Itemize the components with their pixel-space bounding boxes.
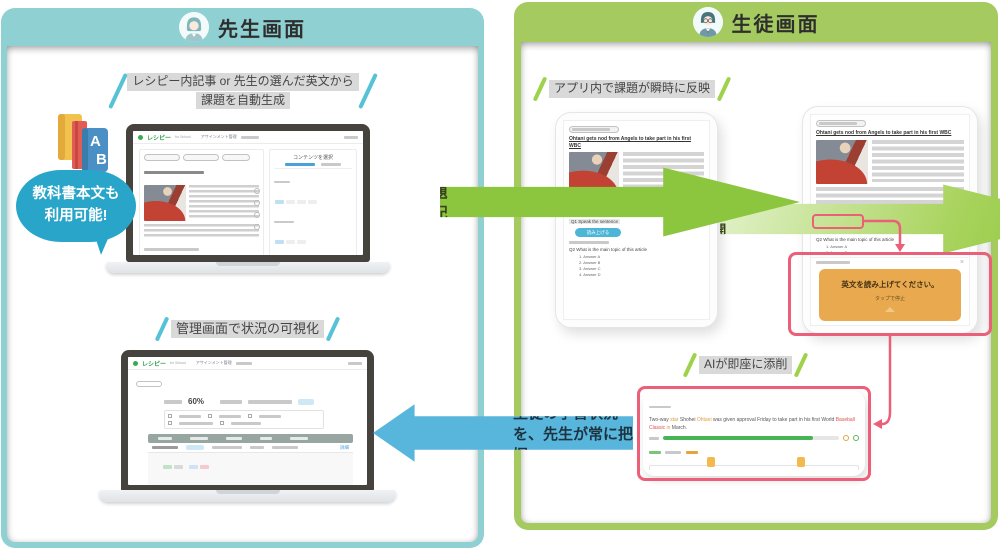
teacher-panel-title: 先生画面 [218, 18, 306, 41]
article-image [144, 185, 186, 221]
article-headline: Ohtani gets nod from Angels to take part… [816, 130, 952, 136]
student-panel-header: 生徒画面 [514, 2, 998, 42]
result-labels [649, 444, 859, 462]
caption-auto-generate: レシピー内記事 or 先生の選んだ英文から 課題を自動生成 [88, 72, 398, 110]
screen-body: コンテンツを選択 [133, 144, 363, 255]
laptop-2: レシピー for School アサインメント管理 60% [121, 350, 374, 492]
app-logo: レシピー [147, 135, 172, 142]
speaking-dialog: × 英文を読み上げてください。 タップで停止 [811, 257, 969, 325]
slash-icon [108, 72, 129, 110]
article-card [139, 149, 264, 255]
answer-option: 4. Answer D [579, 271, 601, 277]
app-logo-icon [133, 360, 138, 366]
mic-icon [707, 457, 715, 467]
detail-link: 詳細 [340, 444, 349, 450]
score-icon [843, 435, 849, 441]
caption-ai-correct: AIが即座に添削 [682, 352, 809, 378]
student-avatar-icon [692, 7, 723, 37]
play-icon [797, 457, 805, 467]
management-screen: レシピー for School アサインメント管理 60% [128, 357, 367, 485]
q2-label: Q2 What is the main topic of this articl… [816, 237, 895, 243]
read-aloud-button: 読み上げる [575, 228, 621, 237]
article-text-skeleton [189, 185, 259, 219]
laptop-1: レシピー for School アサインメント管理 [126, 124, 370, 262]
assignments-table: 詳細 [148, 434, 353, 485]
score-row [649, 435, 859, 441]
transcript-box [649, 465, 859, 470]
answer-option: 1. Answer A [579, 253, 601, 259]
slash-icon [325, 316, 341, 342]
answer-option: 1. Answer A [826, 244, 848, 250]
content-select-panel: コンテンツを選択 [269, 149, 357, 255]
change-link [298, 398, 315, 405]
svg-text:A: A [90, 133, 101, 150]
article-image [816, 139, 868, 184]
correction-screen: Two-way star Shohei Ohtani was given app… [649, 397, 859, 470]
teacher-panel-header: 先生画面 [1, 8, 484, 46]
laptop-2-base [99, 490, 396, 502]
table-row: 詳細 [148, 443, 353, 453]
slash-icon [357, 72, 378, 110]
answer-option: 2. Answer B [579, 259, 601, 265]
laptop-1-base [106, 262, 390, 273]
paragraph-skeleton [816, 186, 964, 205]
assignment-label-chip [816, 120, 866, 127]
app-navbar: レシピー for School アサインメント管理 [128, 357, 367, 370]
correction-sentence: Two-way star Shohei Ohtani was given app… [649, 417, 855, 431]
student-panel-title: 生徒画面 [731, 13, 820, 36]
screen-body: 60% [128, 370, 367, 485]
caption-app-reflect: アプリ内で課題が瞬時に反映 [532, 76, 732, 102]
dialog-message: 英文を読み上げてください。 [841, 279, 939, 289]
q1-label: Q1 Speak the sentence [569, 219, 621, 224]
nav-assignment: アサインメント管理 [200, 134, 237, 139]
teacher-avatar-icon [179, 12, 209, 42]
app-logo: レシピー [142, 361, 167, 368]
caption-admin-view: 管理画面で状況の可視化 [110, 316, 385, 342]
slash-icon [154, 316, 170, 342]
filter-box [164, 410, 324, 429]
books-icon: A B [48, 112, 112, 179]
score-progress-bar [663, 436, 839, 440]
correction-phone: Two-way star Shohei Ohtani was given app… [643, 391, 865, 476]
assignment-label-chip [569, 126, 619, 133]
app-navbar: レシピー for School アサインメント管理 [133, 131, 363, 144]
textbook-bubble: 教科書本文も 利用可能! [16, 170, 136, 242]
nav-assignment: アサインメント管理 [195, 360, 232, 365]
answer-rate-value: 60% [188, 397, 205, 406]
answer-option: 3. Answer C [579, 265, 601, 271]
close-icon: × [959, 259, 964, 266]
assignment-create-screen: レシピー for School アサインメント管理 [133, 131, 363, 255]
expanded-row-detail [148, 453, 353, 485]
speaking-prompt: 英文を読み上げてください。 タップで停止 [819, 269, 961, 321]
app-logo-icon [138, 134, 143, 140]
dialog-sub: タップで停止 [874, 295, 905, 302]
score-icon [853, 435, 859, 441]
chevron-up-icon [885, 306, 895, 312]
article-headline: Ohtani gets nod from Angels to take part… [569, 136, 692, 149]
svg-text:B: B [96, 151, 107, 168]
q2-label: Q2 What is the main topic of this articl… [569, 246, 648, 252]
article-text-skeleton [872, 139, 964, 182]
